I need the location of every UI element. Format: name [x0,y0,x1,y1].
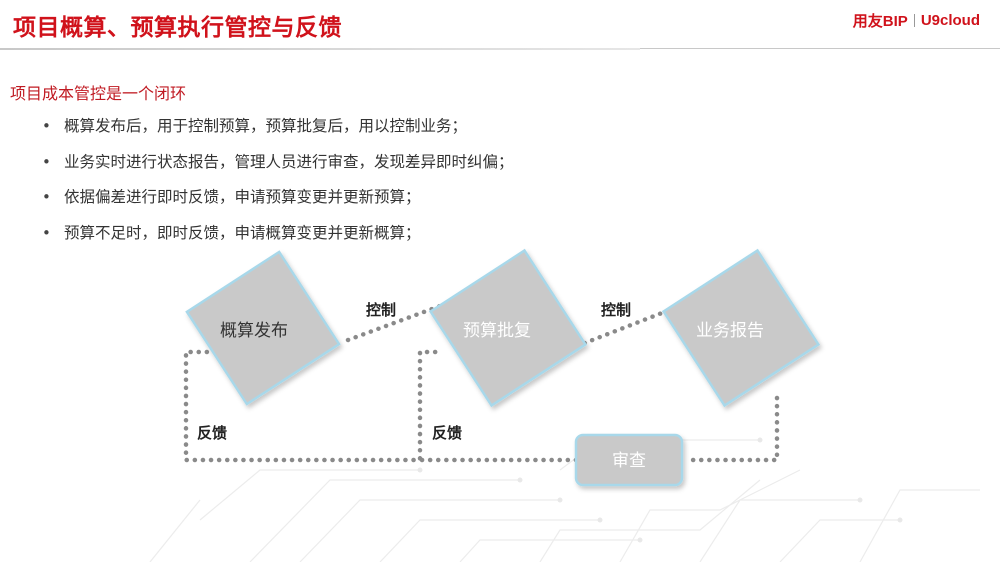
edge-label-feedback-1: 反馈 [197,424,227,442]
node-label-budget: 预算批复 [463,321,531,341]
node-label-report: 业务报告 [696,321,764,341]
edge-label-control-2: 控制 [601,301,631,319]
brand-logo: 用友BIP U9cloud [853,10,980,31]
edge-feedback-left-loop [183,349,443,463]
edge-label-feedback-2: 反馈 [432,424,462,442]
edge-label-control-1: 控制 [366,301,396,319]
node-business-report [661,248,821,408]
node-budget-approval [428,248,588,408]
bullet-list: 概算发布后，用于控制预算，预算批复后，用以控制业务； 业务实时进行状态报告，管理… [42,114,514,256]
logo-yonyou-bip: 用友BIP [852,13,908,30]
bullet-item: 预算不足时，即时反馈，申请概算变更并更新概算； [42,221,514,257]
node-label-review: 审查 [612,451,646,471]
node-estimate-publish [185,250,341,406]
bullet-item: 依据偏差进行即时反馈，申请预算变更并更新预算； [42,185,514,221]
logo-u9cloud: U9cloud [920,12,980,29]
edge-control-1 [345,303,443,343]
page-title: 项目概算、预算执行管控与反馈 [13,15,342,41]
logo-divider [913,14,915,27]
section-subtitle: 项目成本管控是一个闭环 [10,84,187,103]
edge-report-to-review [684,395,780,463]
node-label-estimate: 概算发布 [220,321,288,341]
edge-control-2 [574,308,670,349]
bullet-item: 业务实时进行状态报告，管理人员进行审查，发现差异即时纠偏； [42,150,514,186]
title-divider-accent [0,48,640,50]
bullet-item: 概算发布后，用于控制预算，预算批复后，用以控制业务； [42,114,514,150]
node-review [574,433,684,487]
